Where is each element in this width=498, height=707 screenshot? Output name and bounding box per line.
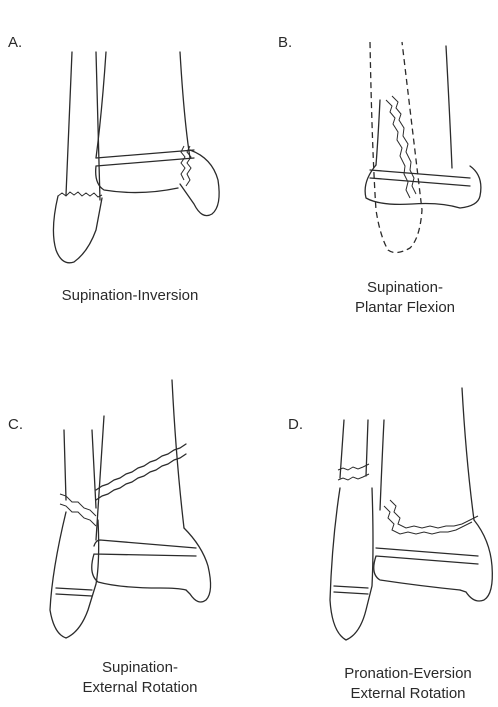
panel-b-posterior-fracture bbox=[386, 96, 416, 198]
panel-c-fibula bbox=[64, 430, 96, 508]
panel-c-medial-malleolus bbox=[184, 528, 211, 602]
panel-c-illustration bbox=[50, 380, 211, 638]
panel-c-caption-line-2: External Rotation bbox=[40, 678, 240, 698]
panel-a-caption-line-1: Supination-Inversion bbox=[20, 286, 240, 306]
panel-b-caption: Supination- Plantar Flexion bbox=[310, 278, 498, 319]
panel-d-caption: Pronation-Eversion External Rotation bbox=[318, 664, 498, 705]
panel-a-tibia-plafond bbox=[96, 150, 194, 193]
panel-a-tibia bbox=[96, 52, 190, 158]
panel-d-fibula-joint bbox=[334, 586, 368, 594]
panel-a-letter: A. bbox=[8, 34, 22, 51]
panel-b-caption-line-2: Plantar Flexion bbox=[310, 298, 498, 318]
panel-c-joint-line bbox=[56, 588, 92, 596]
panel-d-fibula bbox=[340, 420, 368, 478]
panel-c-caption-line-1: Supination- bbox=[40, 658, 240, 678]
panel-d-tibia-fracture bbox=[384, 500, 478, 534]
panel-d-caption-line-2: External Rotation bbox=[318, 684, 498, 704]
panel-a-caption: Supination-Inversion bbox=[20, 286, 240, 306]
panel-d-fibula-fracture bbox=[338, 464, 369, 480]
panel-c-tibia-fracture-line bbox=[96, 444, 186, 500]
panel-d-lateral-malleolus bbox=[330, 488, 373, 640]
panel-c-lateral-malleolus bbox=[50, 512, 99, 638]
panel-d-tibia bbox=[380, 388, 474, 520]
panel-a-lateral-malleolus bbox=[53, 196, 102, 263]
panel-a-medial-malleolus bbox=[180, 150, 219, 216]
panel-a-fibula bbox=[66, 52, 100, 200]
panel-b-tibia bbox=[376, 46, 452, 168]
panel-b-illustration bbox=[365, 42, 481, 253]
panel-c-letter: C. bbox=[8, 416, 23, 433]
panel-d-letter: D. bbox=[288, 416, 303, 433]
panel-b-plafond bbox=[370, 170, 470, 186]
panel-c-tibia-plafond bbox=[92, 540, 196, 590]
panel-b-caption-line-1: Supination- bbox=[310, 278, 498, 298]
panel-a-fibula-fracture bbox=[58, 192, 102, 197]
panel-c-caption: Supination- External Rotation bbox=[40, 658, 240, 699]
panel-d-illustration bbox=[330, 388, 492, 640]
panel-b-letter: B. bbox=[278, 34, 292, 51]
panel-d-caption-line-1: Pronation-Eversion bbox=[318, 664, 498, 684]
panel-c-tibia bbox=[96, 380, 184, 540]
panel-a-illustration bbox=[53, 52, 219, 263]
panel-d-tibia-plafond bbox=[374, 548, 478, 590]
panel-d-medial-malleolus bbox=[460, 520, 492, 601]
